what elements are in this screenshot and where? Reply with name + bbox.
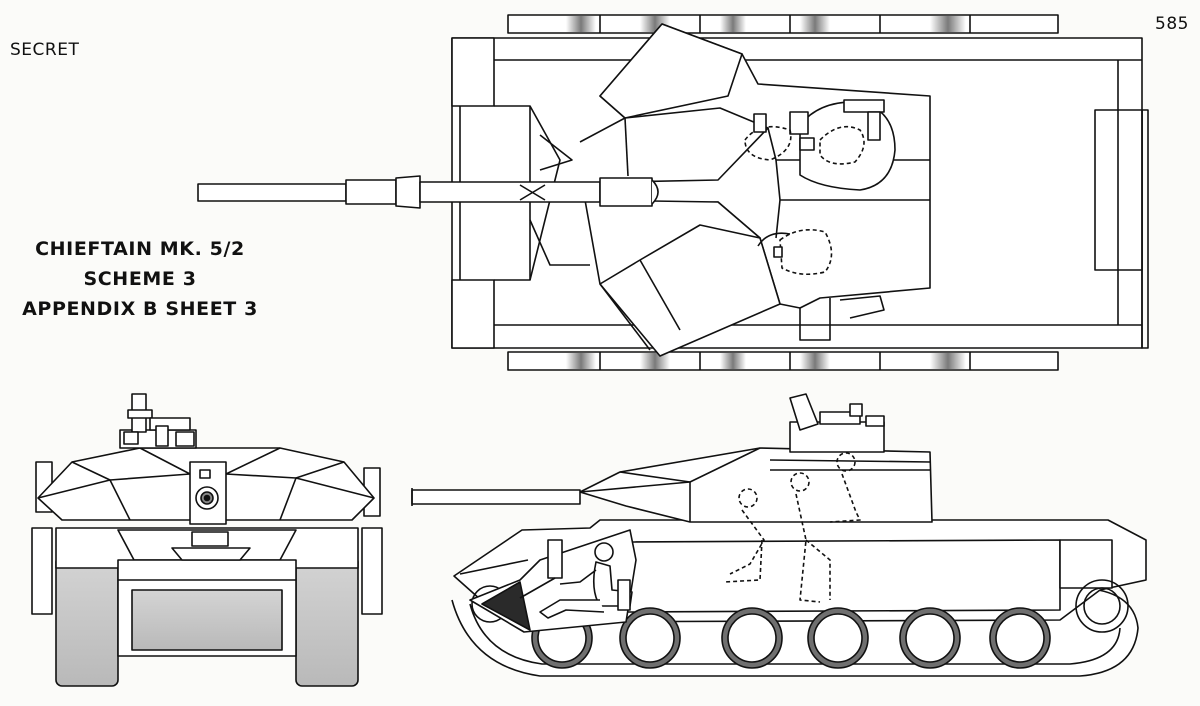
title-block: CHIEFTAIN MK. 5/2 SCHEME 3 APPENDIX B SH…	[20, 234, 260, 324]
commander-cupola	[745, 100, 895, 274]
front-cupola	[120, 394, 196, 448]
front-elevation-view	[32, 394, 382, 686]
main-gun-plan	[198, 176, 658, 208]
front-hull	[56, 528, 358, 656]
front-turret	[38, 448, 374, 524]
main-gun-side	[412, 488, 580, 506]
turret-crew-outlines	[724, 453, 860, 602]
title-line-2: SCHEME 3	[83, 268, 197, 290]
lower-track	[508, 352, 1058, 370]
driver-cutaway	[470, 530, 636, 632]
side-elevation-view	[412, 394, 1146, 676]
title-line-1: CHIEFTAIN MK. 5/2	[35, 238, 245, 260]
side-turret	[580, 394, 932, 522]
turret-plan	[580, 24, 930, 356]
title-line-3: APPENDIX B SHEET 3	[22, 298, 258, 320]
upper-track	[508, 15, 1058, 33]
top-plan-view	[198, 15, 1148, 370]
classification-marking: SECRET	[10, 40, 80, 60]
page-number: 585	[1155, 14, 1189, 34]
